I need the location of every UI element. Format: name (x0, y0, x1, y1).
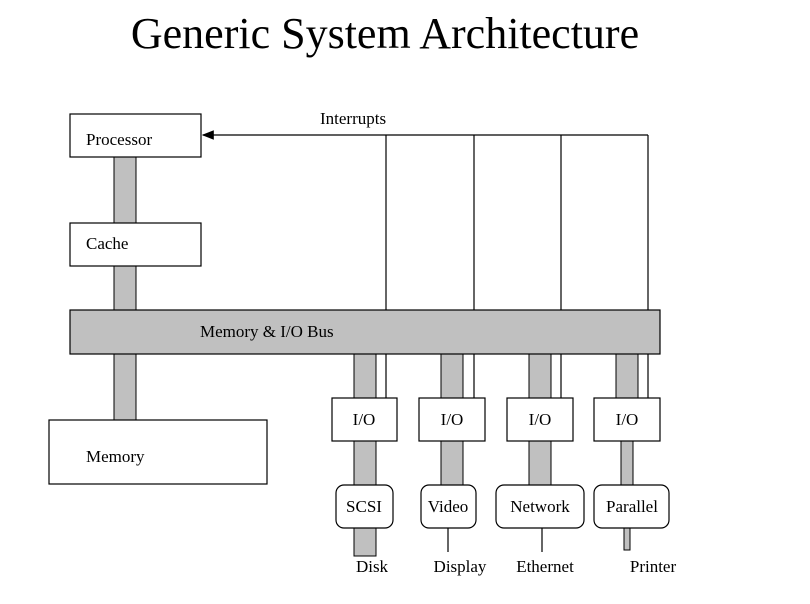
io-box-3 (506, 397, 574, 442)
network-box (495, 484, 585, 529)
io-controller-link-3 (528, 440, 552, 486)
processor-cache-link (113, 156, 137, 224)
io-label-4: I/O (616, 410, 639, 429)
io-box-4 (593, 397, 661, 442)
io-label-2: I/O (441, 410, 464, 429)
io-controller-link-1 (353, 440, 377, 486)
bus-io-link-2 (440, 353, 464, 399)
io-label-1: I/O (353, 410, 376, 429)
bus-io-link-1 (353, 353, 377, 399)
io-box-2 (418, 397, 486, 442)
display-label: Display (434, 557, 487, 576)
ethernet-label: Ethernet (516, 557, 574, 576)
parallel-box (593, 484, 670, 529)
cache-label: Cache (86, 234, 128, 253)
io-box-1 (331, 397, 398, 442)
scsi-box (335, 484, 394, 529)
parallel-printer-link (623, 527, 631, 551)
bus-label: Memory & I/O Bus (200, 322, 334, 341)
cache-bus-link (113, 265, 137, 311)
scsi-label: SCSI (346, 497, 382, 516)
io-controller-link-2 (440, 440, 464, 486)
memory-io-bus (69, 309, 661, 355)
bus-io-link-3 (528, 353, 552, 399)
network-label: Network (510, 497, 570, 516)
parallel-label: Parallel (606, 497, 658, 516)
video-box (420, 484, 477, 529)
disk-label: Disk (356, 557, 389, 576)
memory-box (48, 419, 268, 485)
processor-label: Processor (86, 130, 152, 149)
cache-box (69, 222, 202, 267)
bus-memory-link (113, 353, 137, 421)
io-label-3: I/O (529, 410, 552, 429)
printer-label: Printer (630, 557, 677, 576)
page-title: Generic System Architecture (130, 9, 640, 58)
memory-label: Memory (86, 447, 145, 466)
video-label: Video (428, 497, 469, 516)
io-controller-link-4 (620, 440, 634, 486)
processor-box (69, 113, 202, 158)
scsi-disk-link (353, 527, 377, 557)
bus-io-link-4 (615, 353, 639, 399)
interrupts-label: Interrupts (320, 109, 386, 128)
